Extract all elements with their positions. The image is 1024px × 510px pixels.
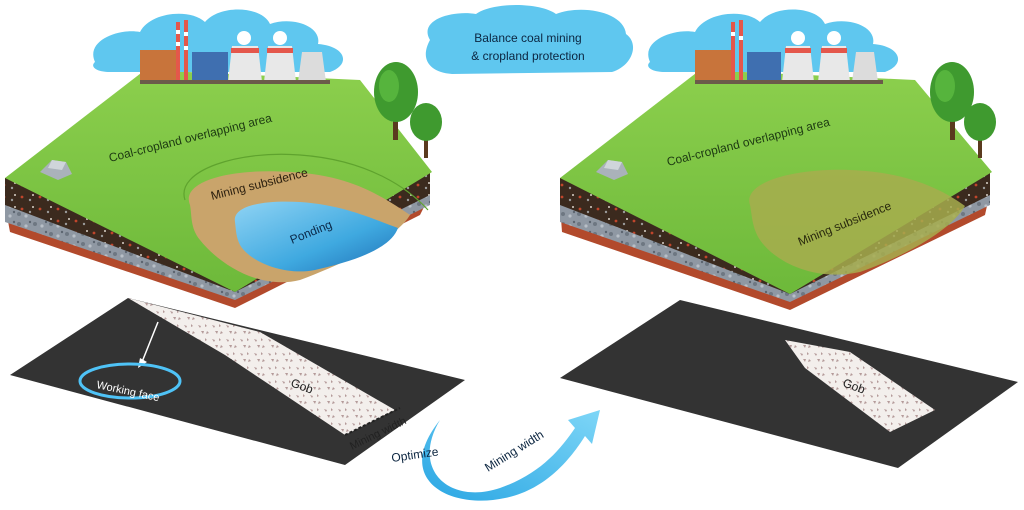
tree-icon-right <box>930 62 996 158</box>
mining-width-marker <box>344 407 401 436</box>
coal-seam-left <box>10 298 465 465</box>
balance-callout: Balance coal mining & cropland protectio… <box>425 5 634 74</box>
rock-icon <box>40 160 72 180</box>
power-plant-icon <box>140 20 330 84</box>
gob-strip-right <box>785 340 935 432</box>
power-plant-icon-right <box>695 20 883 84</box>
arrow-word-mining-width: Mining width <box>482 427 546 474</box>
subsidence-area-right <box>749 169 965 275</box>
coal-seam-right <box>560 300 1018 468</box>
left-panel: Coal-cropland overlapping area Mining su… <box>5 9 465 476</box>
callout-line2: & cropland protection <box>471 49 584 63</box>
rock-icon-right <box>596 160 628 180</box>
tree-icon-small <box>410 103 442 158</box>
coal-seam-label-right: Coal seam <box>727 445 785 479</box>
callout-line1: Balance coal mining <box>474 31 581 45</box>
tree-icon <box>374 62 418 140</box>
arrow-word-optimize: Optimize <box>390 444 439 464</box>
working-face-oval <box>78 362 182 400</box>
coal-seam-label-left: Coal seam <box>169 442 227 476</box>
ponding-water <box>234 201 398 272</box>
right-panel: Coal-cropland overlapping area Mining su… <box>560 9 1018 479</box>
working-face-pointer <box>141 321 159 363</box>
optimize-arrow: Optimize Mining width <box>390 410 600 501</box>
gob-strip-left <box>128 298 395 435</box>
